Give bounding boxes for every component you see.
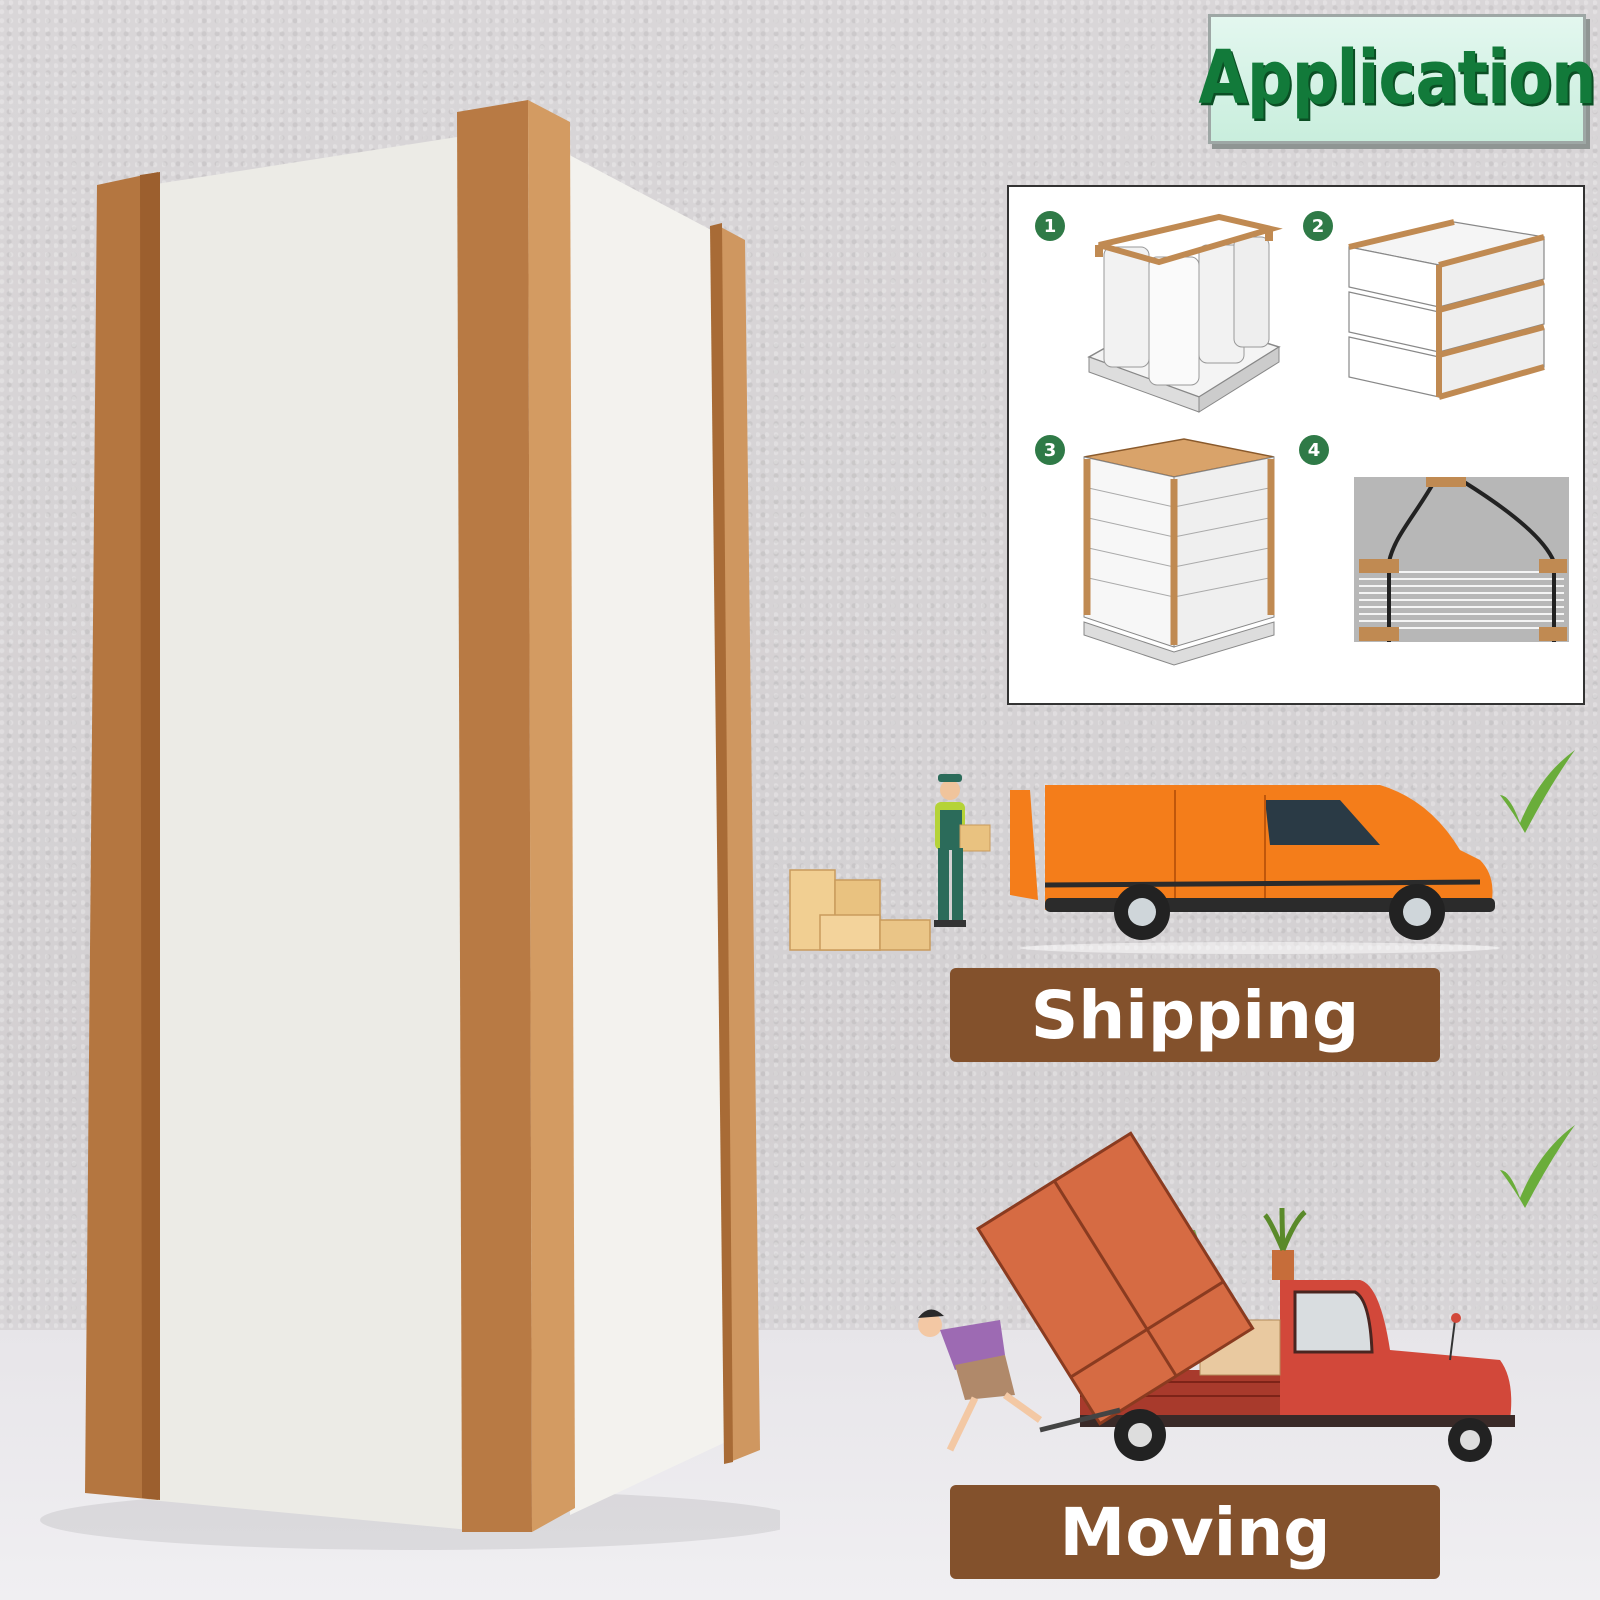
edge-protector-product-photo (40, 100, 780, 1550)
step-badge-4: 4 (1299, 435, 1329, 465)
moving-check-icon (1500, 1125, 1575, 1208)
step-badge-2: 2 (1303, 211, 1333, 241)
shipping-check-icon (1500, 750, 1575, 833)
rolls-on-pallet-illustration (1087, 213, 1283, 413)
moving-truck-illustration (918, 1131, 1515, 1462)
application-diagram-panel: 1 2 3 4 (1007, 185, 1585, 705)
moving-label: Moving (1059, 1493, 1331, 1571)
shipping-van-illustration (789, 774, 1500, 954)
shipping-label-box: Shipping (950, 968, 1440, 1062)
stacked-boards-illustration (1348, 219, 1545, 400)
application-title: Application (1198, 36, 1596, 122)
wrapped-pallet-illustration (1083, 438, 1275, 666)
application-header: Application (1198, 14, 1597, 144)
strapped-stack-illustration (1354, 477, 1569, 642)
step-badge-1: 1 (1035, 211, 1065, 241)
shipping-label: Shipping (1030, 976, 1360, 1054)
moving-label-box: Moving (950, 1485, 1440, 1579)
step-badge-3: 3 (1035, 435, 1065, 465)
